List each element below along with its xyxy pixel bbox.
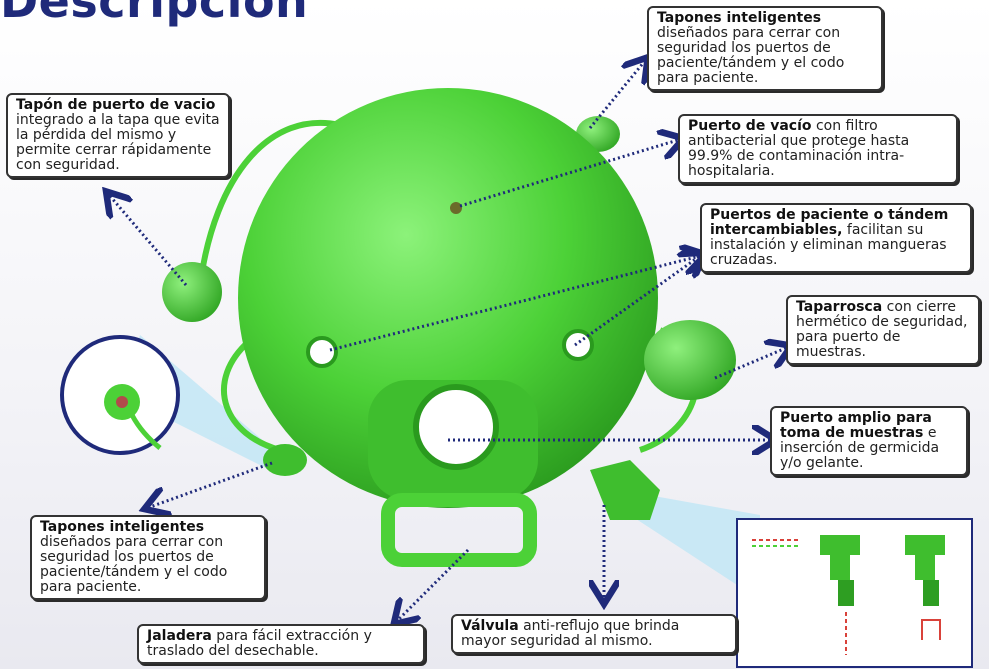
leader-lines [110,62,786,620]
pull-handle [381,493,537,567]
screw-cap [644,320,736,400]
patient-port-left [306,336,338,368]
cap-tether [197,119,341,286]
callout-sample-port: Puerto amplio para toma de muestras e in… [770,406,968,476]
patient-port-right [562,329,594,361]
valve-detail-illustration [752,535,945,655]
sample-port [413,384,499,470]
callout-patient-ports: Puertos de paciente o tándem intercambia… [700,203,972,273]
vacuum-port-cap [162,262,222,322]
anti-reflux-valve [590,460,660,520]
page-title: Descripción [0,0,309,28]
callout-smart-caps-bottom: Tapones inteligentes diseñados para cerr… [30,515,266,600]
callout-smart-caps-top: Tapones inteligentes diseñados para cerr… [647,6,883,91]
callout-vacuum-port: Puerto de vacío con filtro antibacterial… [678,114,958,184]
main-lid [238,88,658,508]
smart-cap-bottom [263,444,307,476]
callout-valve: Válvula anti-reflujo que brinda mayor se… [451,614,737,654]
callout-pull-handle: Jaladera para fácil extracción y traslad… [137,624,425,664]
zoom-beam-right [620,490,760,600]
callout-screw-cap: Taparrosca con cierre hermético de segur… [786,295,980,365]
callout-vacuum-port-cap: Tapón de puerto de vacio integrado a la … [6,93,230,178]
